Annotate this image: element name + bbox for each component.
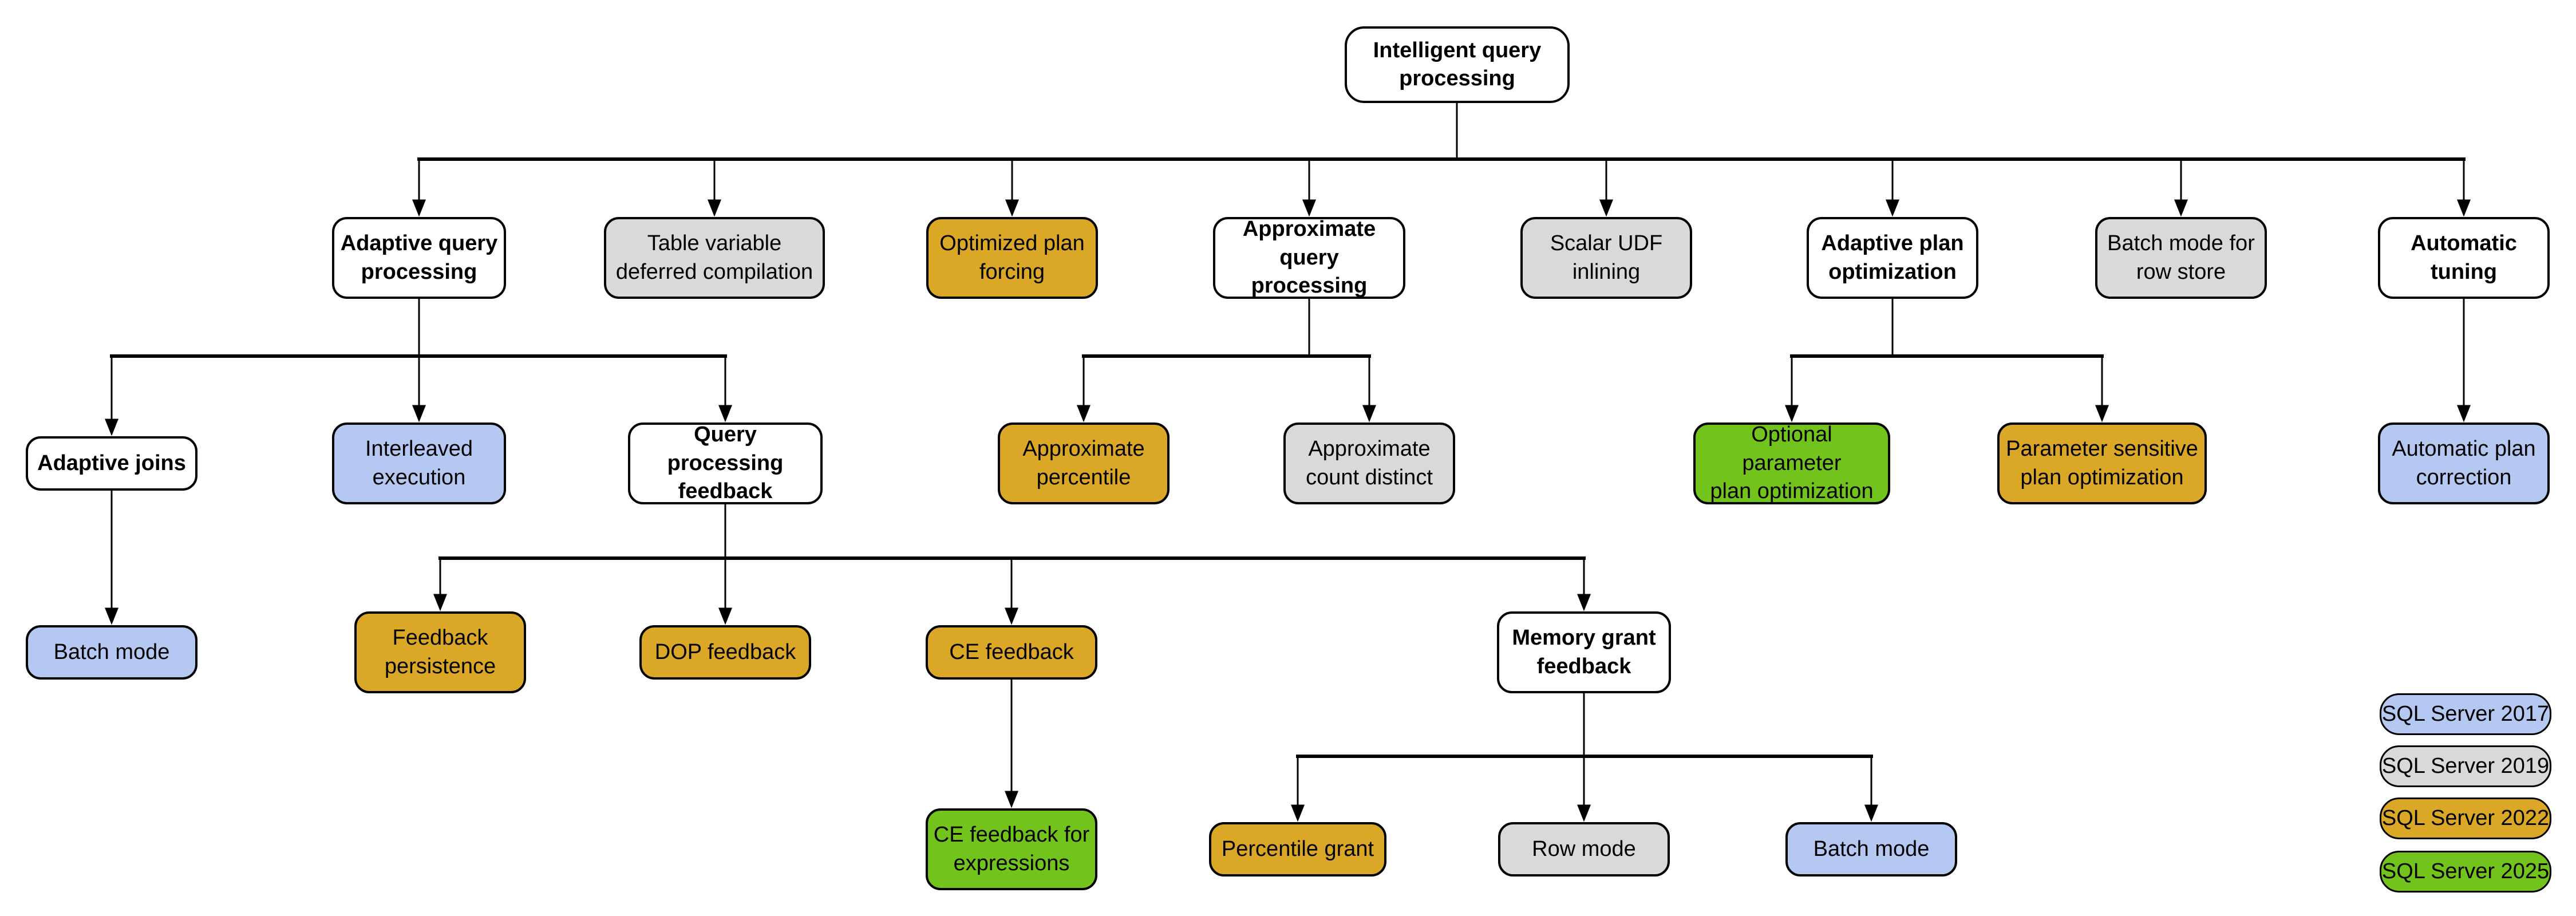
node-scalar-udf-inlining: Scalar UDF inlining (1520, 217, 1692, 299)
node-optional-parameter-plan-optimization: Optional parameter plan optimization (1693, 423, 1890, 504)
connector-adaptive-plan-optimization (1785, 299, 2109, 423)
node-memory-grant-feedback: Memory grant feedback (1497, 611, 1671, 693)
legend-item-sql-server-2022: SQL Server 2022 (2380, 797, 2551, 839)
node-batch-mode-for-row-store: Batch mode for row store (2095, 217, 2267, 299)
connector-memory-grant-feedback (1291, 693, 1878, 822)
node-row-mode: Row mode (1498, 822, 1670, 876)
node-approximate-percentile: Approximate percentile (998, 423, 1170, 504)
connector-root-to-row2 (412, 103, 2471, 217)
legend-item-sql-server-2025: SQL Server 2025 (2380, 851, 2551, 893)
connector-query-processing-feedback (433, 504, 1591, 625)
legend-item-sql-server-2017: SQL Server 2017 (2380, 693, 2551, 735)
node-parameter-sensitive-plan-optimization: Parameter sensitive plan optimization (1997, 423, 2207, 504)
node-approximate-query-processing: Approximate query processing (1213, 217, 1405, 299)
node-dop-feedback: DOP feedback (639, 625, 811, 680)
node-ce-feedback: CE feedback (926, 625, 1097, 680)
node-query-processing-feedback: Query processing feedback (628, 423, 823, 504)
node-interleaved-execution: Interleaved execution (332, 423, 506, 504)
node-optimized-plan-forcing: Optimized plan forcing (926, 217, 1098, 299)
node-intelligent-query-processing: Intelligent query processing (1345, 26, 1570, 103)
legend-item-sql-server-2019: SQL Server 2019 (2380, 745, 2551, 787)
node-adaptive-joins: Adaptive joins (26, 436, 197, 491)
node-automatic-tuning: Automatic tuning (2378, 217, 2550, 299)
node-approximate-count-distinct: Approximate count distinct (1283, 423, 1455, 504)
node-table-variable-deferred-compilation: Table variable deferred compilation (604, 217, 825, 299)
node-ce-feedback-for-expressions: CE feedback for expressions (926, 808, 1097, 890)
connector-approximate-query-processing (1077, 299, 1376, 423)
node-adaptive-query-processing: Adaptive query processing (332, 217, 506, 299)
node-percentile-grant: Percentile grant (1209, 822, 1386, 876)
node-adaptive-plan-optimization: Adaptive plan optimization (1807, 217, 1978, 299)
node-automatic-plan-correction: Automatic plan correction (2378, 423, 2550, 504)
connector-adaptive-query-processing (105, 299, 732, 436)
node-feedback-persistence: Feedback persistence (354, 611, 526, 693)
node-batch-mode-memory-grant: Batch mode (1785, 822, 1957, 876)
node-batch-mode-adaptive-joins: Batch mode (26, 625, 197, 680)
